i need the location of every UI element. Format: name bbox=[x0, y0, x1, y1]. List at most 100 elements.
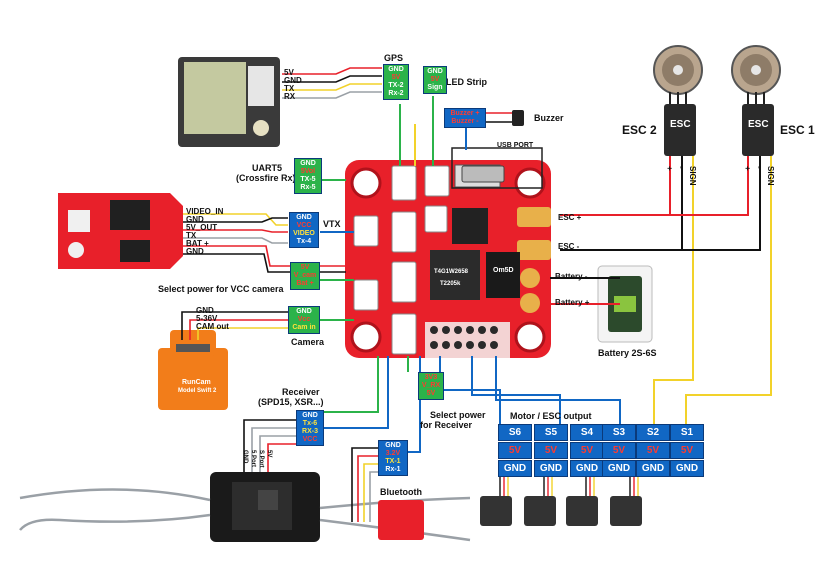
gps-wire-tx: TX bbox=[284, 84, 295, 93]
output-s4-sig: S4 bbox=[570, 424, 604, 441]
esc2-plus-label: + bbox=[665, 166, 674, 171]
output-s4-gnd: GND bbox=[570, 460, 604, 477]
output-s3-5v: 5V bbox=[602, 442, 636, 459]
output-s6-sig: S6 bbox=[498, 424, 532, 441]
esc2-title: ESC 2 bbox=[622, 123, 657, 137]
select-power-cam-label: Select power for VCC camera bbox=[158, 284, 284, 294]
esc2-box bbox=[664, 104, 696, 156]
rx-power-3v3: 3V3 bbox=[424, 374, 438, 381]
led-pin-5v: 5V bbox=[430, 76, 440, 83]
vtx-pin-box: GND VCC VIDEO Tx-4 bbox=[289, 212, 319, 248]
output-s3: S3 5V GND bbox=[602, 424, 636, 478]
output-s6: S6 5V GND bbox=[498, 424, 532, 478]
rx-wire-5v: 5V bbox=[266, 450, 272, 458]
esc-minus-label: ESC - bbox=[558, 242, 580, 251]
bt-pin-gnd: GND bbox=[385, 442, 401, 449]
buzzer-pin-plus: Buzzer + bbox=[450, 110, 480, 117]
output-s3-sig: S3 bbox=[602, 424, 636, 441]
rx-power-pin-box: 3V3 V_RX 5V bbox=[418, 372, 444, 400]
output-s1-5v: 5V bbox=[670, 442, 704, 459]
rx-wire-sport: S Port bbox=[258, 450, 264, 468]
esc2-minus-label: - bbox=[677, 166, 686, 169]
output-s3-gnd: GND bbox=[602, 460, 636, 477]
uart5-pin-gnd: GND bbox=[300, 160, 316, 167]
buzzer-body bbox=[512, 110, 524, 126]
vtx-wire-video-in: VIDEO_IN bbox=[186, 207, 224, 216]
motor-2 bbox=[653, 45, 703, 95]
output-s2-sig: S2 bbox=[636, 424, 670, 441]
uart5-pin-box: GND 5Vol TX-5 Rx-5 bbox=[294, 158, 322, 194]
vtx-wire-gnd: GND bbox=[186, 215, 204, 224]
uart5-title: UART5 bbox=[252, 163, 283, 173]
gps-title: GPS bbox=[384, 53, 404, 63]
rx-wire-5port: 5 Port bbox=[250, 450, 256, 468]
cam-wire-out: CAM out bbox=[196, 322, 229, 331]
output-s1: S1 5V GND bbox=[670, 424, 704, 478]
chip-label-2: T4G1W2658 bbox=[434, 269, 469, 275]
cam-wire-5-36v: 5-36V bbox=[196, 314, 218, 323]
receiver-pin-rx3: RX-3 bbox=[302, 428, 318, 435]
battery-minus-label: Battery - bbox=[555, 272, 588, 281]
receiver-pin-vcc: VCC bbox=[302, 436, 318, 443]
chip-label-1: Om5D bbox=[493, 267, 514, 274]
cam-wire-gnd: GND bbox=[196, 306, 214, 315]
camera-model: Model Swift 2 bbox=[178, 388, 217, 394]
battery-pack bbox=[597, 265, 653, 343]
motor-esc-output-title: Motor / ESC output bbox=[510, 411, 592, 421]
bt-pin-rx1: Rx-1 bbox=[385, 466, 401, 473]
output-s4-5v: 5V bbox=[570, 442, 604, 459]
flight-controller bbox=[345, 160, 551, 358]
battery-plus-label: Battery + bbox=[555, 298, 590, 307]
led-strip-title: LED Strip bbox=[446, 77, 488, 87]
gps-pin-rx: Rx-2 bbox=[388, 90, 404, 97]
esc2-box-label: ESC bbox=[670, 119, 691, 130]
cam-power-bat: Bat + bbox=[296, 280, 314, 287]
output-s2-gnd: GND bbox=[636, 460, 670, 477]
bluetooth-title: Bluetooth bbox=[380, 487, 422, 497]
gps-wire-5v: 5V bbox=[284, 68, 294, 77]
crossfire-title: (Crossfire Rx) bbox=[236, 173, 296, 183]
receiver-module bbox=[210, 472, 320, 542]
cam-pin-vcc: Vcc bbox=[297, 316, 311, 323]
output-s2: S2 5V GND bbox=[636, 424, 670, 478]
gps-pin-5v: 5V bbox=[391, 74, 401, 81]
bluetooth-module bbox=[378, 500, 424, 540]
vtx-pin-tx4: Tx-4 bbox=[296, 238, 312, 245]
rx-wire-gnd: GND bbox=[242, 450, 248, 464]
buzzer-pin-box: Buzzer + Buzzer - bbox=[444, 108, 486, 128]
led-pin-sign: Sign bbox=[427, 84, 443, 91]
gps-wire-rx: RX bbox=[284, 92, 296, 101]
vtx-wire-tx: TX bbox=[186, 231, 197, 240]
battery-title: Battery 2S-6S bbox=[598, 348, 657, 358]
esc2-sign-label: SIGN bbox=[688, 166, 697, 186]
esc1-box bbox=[742, 104, 774, 156]
gps-pin-gnd: GND bbox=[388, 66, 404, 73]
vtx-pin-video: VIDEO bbox=[293, 230, 315, 237]
uart5-pin-tx: TX-5 bbox=[300, 176, 316, 183]
led-pin-box: GND 5V Sign bbox=[423, 66, 447, 94]
output-s5: S5 5V GND bbox=[534, 424, 568, 478]
vtx-wire-bat: BAT + bbox=[186, 239, 209, 248]
bt-pin-32v: 3.2V bbox=[385, 450, 401, 457]
output-s4: S4 5V GND bbox=[570, 424, 604, 478]
rx-power-5v: 5V bbox=[426, 390, 436, 397]
uart5-pin-5vol: 5Vol bbox=[300, 168, 316, 175]
chip-label-3: T2205k bbox=[440, 281, 461, 287]
select-power-rx-label-2: for Receiver bbox=[420, 420, 473, 430]
cam-power-pin-box: 5V V_cam Bat + bbox=[290, 262, 320, 290]
cam-pin-in: Cam in bbox=[292, 324, 316, 331]
cam-pin-box: GND Vcc Cam in bbox=[288, 306, 320, 334]
camera-title: Camera bbox=[291, 337, 325, 347]
esc-plus-label: ESC + bbox=[558, 213, 582, 222]
motor-1 bbox=[731, 45, 781, 95]
output-s5-gnd: GND bbox=[534, 460, 568, 477]
output-s5-5v: 5V bbox=[534, 442, 568, 459]
uart5-pin-rx: Rx-5 bbox=[300, 184, 316, 191]
cam-pin-gnd: GND bbox=[296, 308, 312, 315]
vtx-wire-gnd2: GND bbox=[186, 247, 204, 256]
led-pin-gnd: GND bbox=[427, 68, 443, 75]
receiver-subtitle: (SPD15, XSR...) bbox=[258, 397, 324, 407]
camera-module bbox=[158, 330, 228, 410]
receiver-pin-tx6: Tx-6 bbox=[302, 420, 318, 427]
vtx-pin-vcc: VCC bbox=[296, 222, 312, 229]
